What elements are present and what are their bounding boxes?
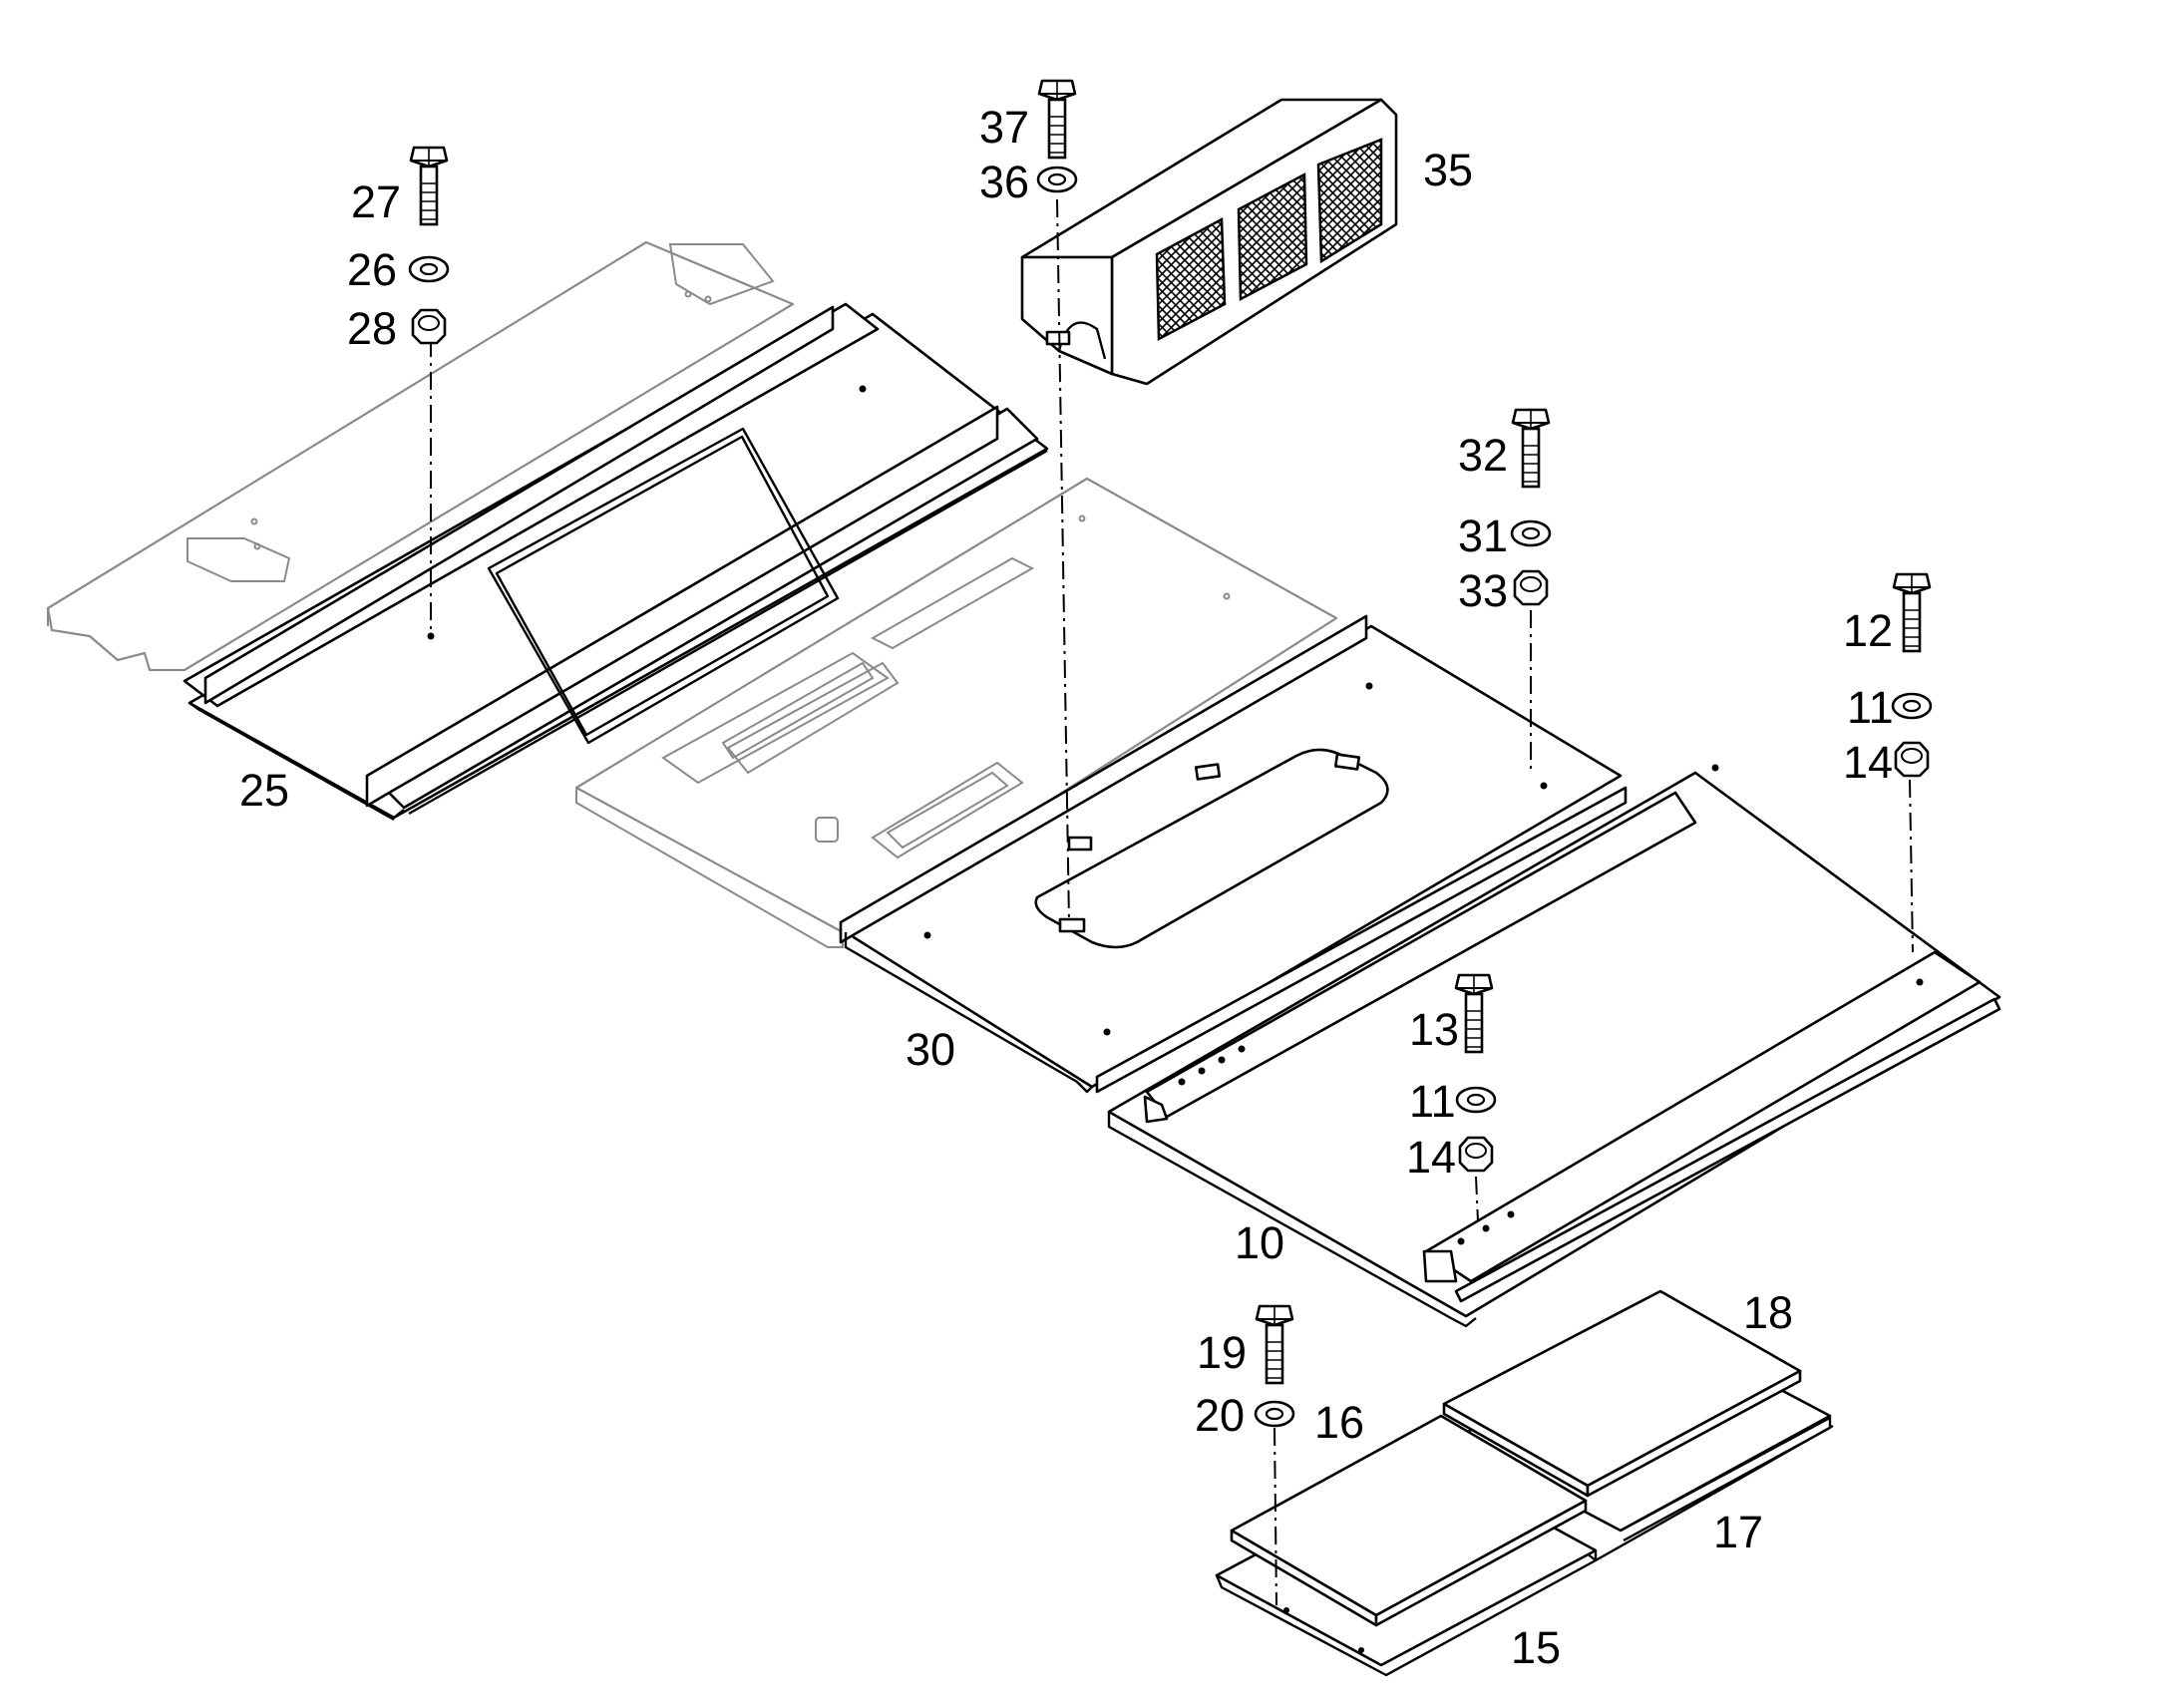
fastener-washer-26 xyxy=(408,255,450,283)
part-35-cover xyxy=(1020,98,1398,386)
callout-labels: 27 26 28 25 37 36 35 32 31 33 12 11 14 3… xyxy=(239,102,1894,1673)
fastener-bolt-19 xyxy=(1255,1304,1294,1385)
callout-14-bottom: 14 xyxy=(1406,1132,1456,1183)
callout-11-bottom: 11 xyxy=(1409,1076,1456,1127)
callout-17: 17 xyxy=(1713,1507,1763,1557)
assembly-lines xyxy=(430,198,1914,1606)
fastener-nut-14-top xyxy=(1894,741,1930,778)
callout-26: 26 xyxy=(347,244,397,295)
part-25-rail-frame xyxy=(182,302,1049,822)
callout-13: 13 xyxy=(1409,1004,1459,1055)
callout-16: 16 xyxy=(1314,1397,1364,1448)
fastener-bolt-27 xyxy=(409,146,449,226)
fastener-nut-14-bottom xyxy=(1458,1136,1494,1173)
part-16-plate xyxy=(1230,1414,1588,1627)
callout-25: 25 xyxy=(239,765,289,816)
fastener-nut-33 xyxy=(1513,569,1549,606)
callout-14-top: 14 xyxy=(1843,737,1893,788)
frame-ghost-left xyxy=(46,240,795,672)
fastener-bolt-37 xyxy=(1037,79,1077,160)
callout-31: 31 xyxy=(1458,511,1508,561)
fastener-washer-20 xyxy=(1254,1400,1295,1428)
callout-33: 33 xyxy=(1458,565,1508,616)
callout-30: 30 xyxy=(906,1024,955,1075)
callout-28: 28 xyxy=(347,303,397,354)
fastener-bolt-32 xyxy=(1511,408,1551,489)
fastener-washer-36 xyxy=(1036,166,1078,193)
callout-32: 32 xyxy=(1458,430,1508,481)
callout-12: 12 xyxy=(1843,605,1893,656)
part-18-plate xyxy=(1442,1289,1802,1498)
callout-37: 37 xyxy=(979,102,1029,153)
callout-19: 19 xyxy=(1197,1327,1247,1378)
part-30-center-plate xyxy=(839,614,1623,1094)
callout-10: 10 xyxy=(1235,1217,1284,1268)
callout-27: 27 xyxy=(351,176,401,227)
fastener-washer-11-bottom xyxy=(1455,1086,1497,1114)
callout-20: 20 xyxy=(1195,1390,1245,1441)
fastener-washer-11-top xyxy=(1891,692,1933,720)
frame-ghost-center xyxy=(574,477,1338,948)
callout-36: 36 xyxy=(979,157,1029,207)
fastener-bolt-12 xyxy=(1892,572,1932,653)
callout-35: 35 xyxy=(1423,145,1473,195)
callout-15: 15 xyxy=(1511,1622,1561,1673)
callout-11-top: 11 xyxy=(1847,682,1894,733)
callout-18: 18 xyxy=(1743,1287,1793,1338)
fastener-washer-31 xyxy=(1510,519,1552,547)
fastener-nut-28 xyxy=(411,308,447,345)
part-10-right-plate xyxy=(1095,764,2001,1328)
